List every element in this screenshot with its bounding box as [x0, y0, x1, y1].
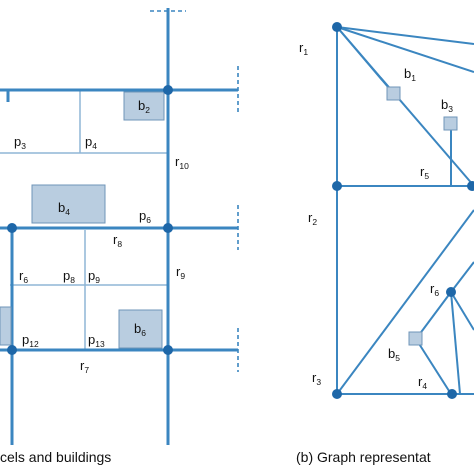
- road-network: [0, 8, 238, 445]
- road-node: [163, 345, 173, 355]
- label-b1: b1: [404, 66, 416, 83]
- building-nodes: [386, 86, 458, 346]
- building-b6: [118, 309, 163, 349]
- label-p13: p13: [88, 332, 105, 349]
- graph-node-r6: [446, 287, 456, 297]
- graph-edge: [450, 261, 474, 293]
- buildings: [0, 91, 165, 349]
- road-node: [7, 345, 17, 355]
- graph-edge: [450, 291, 461, 395]
- label-r3: r3: [312, 370, 321, 387]
- graph-edge: [336, 26, 474, 73]
- label-r8: r8: [113, 232, 122, 249]
- label-r2: r2: [308, 210, 317, 227]
- label-b3: b3: [441, 97, 453, 114]
- graph-node-r2: [332, 181, 342, 191]
- road-node: [7, 223, 17, 233]
- label-b6: b6: [134, 321, 146, 338]
- label-r7: r7: [80, 358, 89, 375]
- label-r10: r10: [175, 154, 189, 171]
- left-panel: b2 p3 p4 r10 b4 p6 r8 r6 p8 p9 r9 b6 p12…: [0, 8, 239, 465]
- graph-node-r1: [332, 22, 342, 32]
- graph-node-r3: [332, 389, 342, 399]
- label-p3: p3: [14, 134, 26, 151]
- graph-edge: [336, 209, 474, 395]
- building-node-b1: [386, 86, 401, 101]
- graph-edge: [336, 26, 474, 45]
- graph-node-r4: [447, 389, 457, 399]
- building-node-b5: [408, 331, 423, 346]
- graph-road-nodes: [332, 22, 474, 399]
- label-b2: b2: [138, 98, 150, 115]
- label-r4: r4: [418, 374, 427, 391]
- graph-edge: [450, 291, 474, 331]
- label-r5: r5: [420, 164, 429, 181]
- building-b2: [123, 91, 165, 121]
- road-continuations: [150, 10, 239, 372]
- right-caption: (b) Graph representat: [296, 449, 431, 465]
- label-r6: r6: [19, 268, 28, 285]
- label-r9: r9: [176, 264, 185, 281]
- road-nodes: [7, 85, 173, 355]
- label-p4: p4: [85, 134, 97, 151]
- left-caption: cels and buildings: [0, 449, 111, 465]
- label-r6-graph: r6: [430, 281, 439, 298]
- label-p9: p9: [88, 268, 100, 285]
- road-node: [163, 223, 173, 233]
- graph-edge: [415, 338, 452, 395]
- label-b5: b5: [388, 346, 400, 363]
- building-node-b3: [443, 116, 458, 131]
- graph-edge: [336, 26, 395, 95]
- graph-node-r5: [467, 181, 474, 191]
- right-panel: r1 b1 b3 r5 r2 r6 b5 r3 r4 (b) Graph rep…: [296, 22, 474, 465]
- graph-edge: [415, 291, 452, 340]
- building-b4: [31, 184, 106, 224]
- road-node: [163, 85, 173, 95]
- label-p6: p6: [139, 208, 151, 225]
- graph-edges: [336, 26, 474, 395]
- label-p8: p8: [63, 268, 75, 285]
- label-b4: b4: [58, 200, 70, 217]
- building-partial-left: [0, 306, 12, 346]
- label-r1: r1: [299, 40, 308, 57]
- label-p12: p12: [22, 332, 39, 349]
- parcel-lines: [0, 90, 168, 350]
